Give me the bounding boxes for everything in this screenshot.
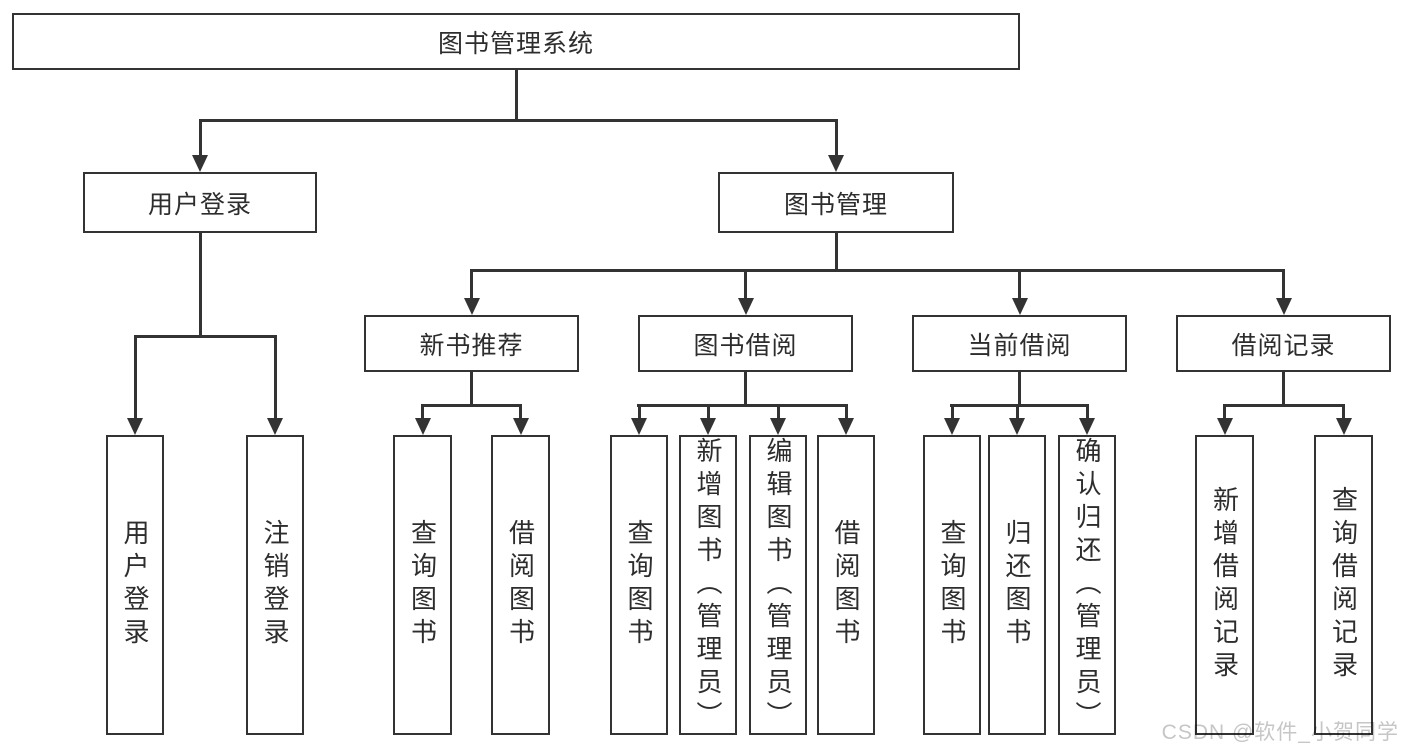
arrowhead-down-icon: [700, 418, 716, 435]
node-label: 当前借阅: [967, 331, 1072, 360]
leaf-label: 新增借阅记录: [1209, 486, 1240, 684]
arrowhead-down-icon: [770, 418, 786, 435]
connector-user-login-split: [134, 335, 277, 338]
arrowhead-down-icon: [1012, 298, 1028, 315]
arrowhead-down-icon: [513, 418, 529, 435]
leaf-label: 查询图书: [407, 519, 438, 651]
leaf-edit-books-admin: 编辑图书（管理员）: [749, 435, 807, 735]
connector-to-leaf: [134, 335, 137, 420]
arrowhead-down-icon: [1336, 418, 1352, 435]
leaf-label: 借阅图书: [505, 519, 536, 651]
arrowhead-down-icon: [838, 418, 854, 435]
connector-root-stub: [515, 70, 518, 121]
connector-to-user-login: [199, 119, 202, 158]
leaf-user-login: 用户登录: [106, 435, 164, 735]
leaf-borrow-books: 借阅图书: [491, 435, 550, 735]
connector-book-mgmt-stub: [835, 233, 838, 272]
leaf-label: 用户登录: [120, 519, 150, 651]
connector-group-split: [1223, 404, 1345, 407]
connector-group-stub: [1018, 372, 1021, 407]
node-book-borrow: 图书借阅: [638, 315, 853, 372]
connector-to-leaf: [1086, 404, 1089, 420]
connector-to-leaf: [951, 404, 954, 420]
leaf-add-books-admin: 新增图书（管理员）: [679, 435, 737, 735]
connector-to-leaf: [519, 404, 522, 420]
connector-to-leaf: [777, 404, 780, 420]
connector-to-leaf: [1016, 404, 1019, 420]
leaf-logout: 注销登录: [246, 435, 304, 735]
arrowhead-down-icon: [464, 298, 480, 315]
arrowhead-down-icon: [415, 418, 431, 435]
connector-group-split: [421, 404, 522, 407]
connector-root-split: [199, 119, 838, 122]
arrowhead-down-icon: [944, 418, 960, 435]
leaf-query-books: 查询图书: [393, 435, 452, 735]
leaf-label: 确认归还（管理员）: [1072, 437, 1102, 734]
csdn-watermark: CSDN @软件_小贺同学: [1161, 721, 1399, 744]
arrowhead-down-icon: [127, 418, 143, 435]
leaf-query-books: 查询图书: [923, 435, 981, 735]
leaf-label: 归还图书: [1002, 519, 1032, 651]
arrowhead-down-icon: [738, 298, 754, 315]
connector-group-split: [637, 404, 848, 407]
connector-group-stub: [470, 372, 473, 407]
node-label: 图书管理系统: [437, 29, 594, 58]
leaf-borrow-books: 借阅图书: [817, 435, 875, 735]
node-borrow-records: 借阅记录: [1176, 315, 1391, 372]
leaf-query-books: 查询图书: [610, 435, 668, 735]
leaf-return-books: 归还图书: [988, 435, 1046, 735]
leaf-label: 查询借阅记录: [1328, 486, 1359, 684]
connector-group-stub: [744, 372, 747, 407]
node-label: 借阅记录: [1231, 331, 1336, 360]
node-current-borrow: 当前借阅: [912, 315, 1127, 372]
leaf-label: 查询图书: [624, 519, 654, 651]
connector-user-login-stub: [199, 233, 202, 337]
leaf-confirm-return-admin: 确认归还（管理员）: [1058, 435, 1116, 735]
arrowhead-down-icon: [631, 418, 647, 435]
arrowhead-down-icon: [1276, 298, 1292, 315]
connector-to-leaf: [1342, 404, 1345, 420]
connector-to-book-borrow: [744, 269, 747, 301]
node-label: 图书管理: [783, 190, 888, 219]
node-label: 新书推荐: [419, 331, 524, 360]
leaf-label: 查询图书: [937, 519, 967, 651]
connector-to-leaf: [638, 404, 641, 420]
connector-to-leaf: [707, 404, 710, 420]
connector-to-current-borrow: [1018, 269, 1021, 301]
connector-to-leaf: [1223, 404, 1226, 420]
connector-to-book-mgmt: [835, 119, 838, 158]
leaf-label: 注销登录: [260, 519, 290, 651]
leaf-label: 借阅图书: [831, 519, 861, 651]
node-user-login: 用户登录: [83, 172, 317, 233]
connector-to-leaf: [274, 335, 277, 420]
connector-group-stub: [1282, 372, 1285, 407]
arrowhead-down-icon: [1217, 418, 1233, 435]
arrowhead-down-icon: [192, 155, 208, 172]
node-label: 用户登录: [147, 190, 252, 219]
node-book-management: 图书管理: [718, 172, 954, 233]
connector-book-mgmt-split: [470, 269, 1285, 272]
leaf-label: 编辑图书（管理员）: [763, 437, 793, 734]
arrowhead-down-icon: [1009, 418, 1025, 435]
leaf-label: 新增图书（管理员）: [693, 437, 723, 734]
node-root-library-system: 图书管理系统: [12, 13, 1020, 70]
arrowhead-down-icon: [267, 418, 283, 435]
leaf-query-borrow-record: 查询借阅记录: [1314, 435, 1373, 735]
node-new-book-recommend: 新书推荐: [364, 315, 579, 372]
node-label: 图书借阅: [693, 331, 798, 360]
connector-to-leaf: [421, 404, 424, 420]
connector-group-split: [950, 404, 1089, 407]
connector-to-leaf: [845, 404, 848, 420]
connector-to-borrow-records: [1282, 269, 1285, 301]
leaf-add-borrow-record: 新增借阅记录: [1195, 435, 1254, 735]
connector-to-new-book: [470, 269, 473, 301]
arrowhead-down-icon: [828, 155, 844, 172]
arrowhead-down-icon: [1079, 418, 1095, 435]
